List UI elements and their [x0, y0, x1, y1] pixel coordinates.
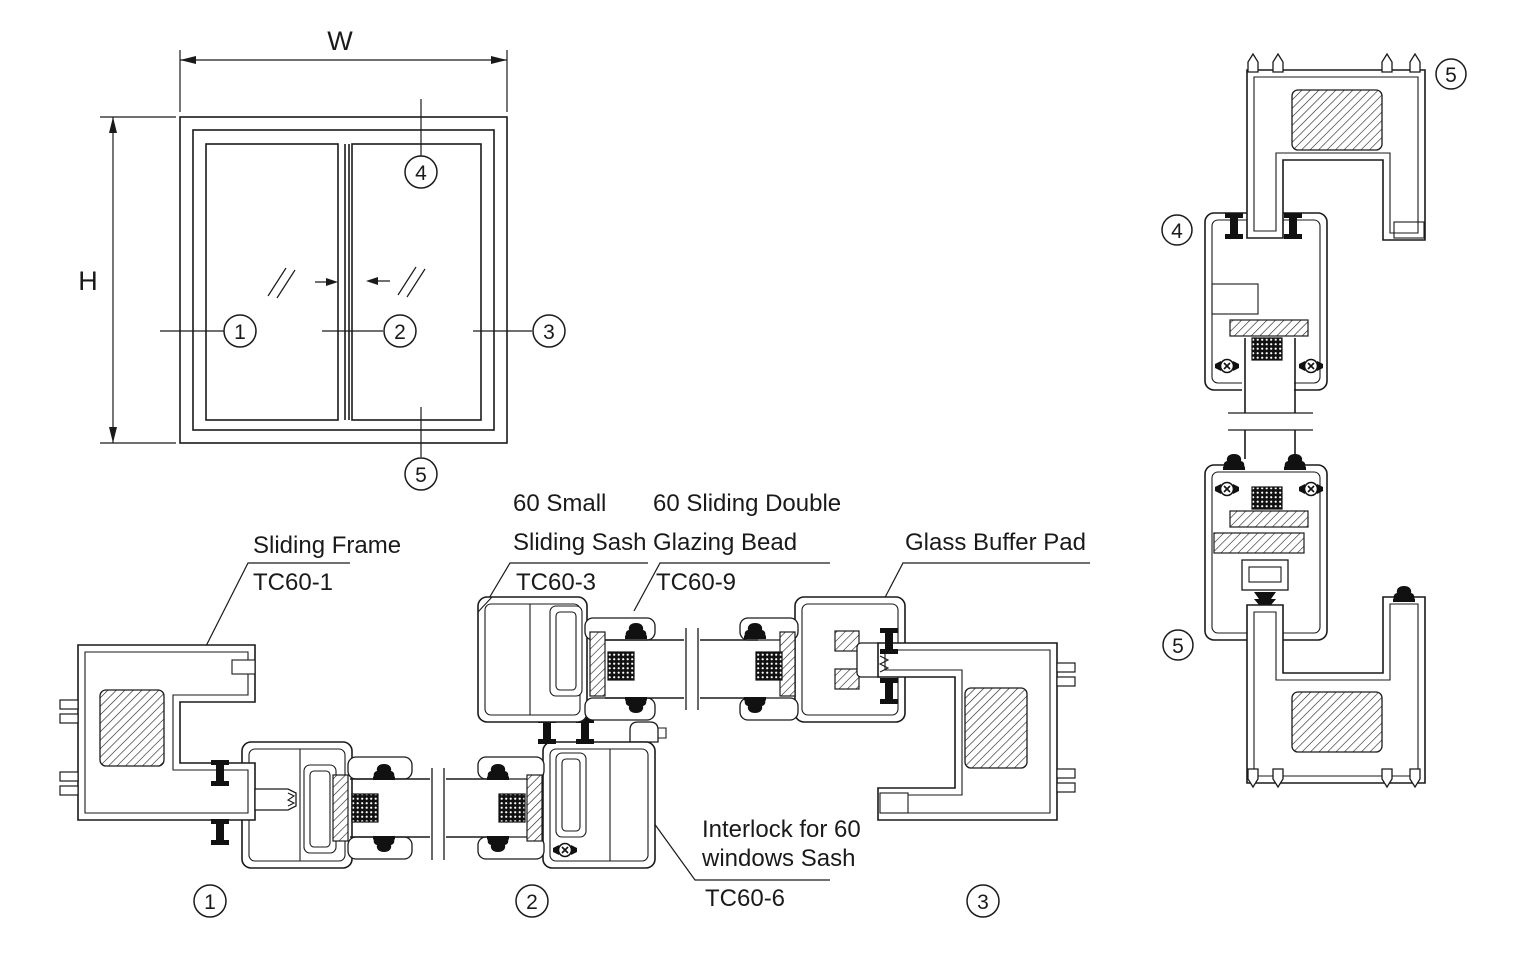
mounting-tab [1409, 768, 1421, 788]
section-small-sliding-sash [477, 596, 656, 723]
mounting-tab [1247, 53, 1259, 73]
glass-mark-left [267, 267, 334, 299]
width-dimension-label: W [327, 26, 353, 56]
callout-1: 1 [234, 321, 246, 344]
glass-unit-top-row [605, 628, 783, 710]
vsection-head-frame [1246, 69, 1426, 241]
mounting-tab [1409, 53, 1421, 73]
gasket [1223, 454, 1245, 470]
callout-5-head: 5 [1445, 64, 1457, 87]
callout-numbers: 1 2 3 4 5 1 2 3 5 4 5 [204, 64, 1457, 914]
label-glass-buffer-pad: Glass Buffer Pad [905, 529, 1086, 556]
label-sliding-frame: Sliding Frame [253, 532, 402, 559]
callout-3-section: 3 [977, 891, 989, 914]
label-small-sash-line1: 60 Small [513, 490, 607, 517]
section-frame-left [59, 644, 297, 821]
callout-4: 4 [415, 162, 427, 185]
mounting-tab [1272, 53, 1284, 73]
callout-5-sill: 5 [1172, 635, 1184, 658]
callout-5: 5 [415, 464, 427, 487]
dimension-width [179, 50, 508, 112]
mounting-tab [1272, 768, 1284, 788]
callout-3: 3 [543, 321, 555, 344]
callout-circles [193, 58, 1467, 918]
label-sliding-frame-code: TC60-1 [253, 569, 334, 596]
label-interlock-line2: windows Sash [702, 845, 856, 872]
label-small-sash-line2: Sliding Sash [513, 529, 647, 556]
callout-2: 2 [394, 321, 406, 344]
section-frame-right [877, 642, 1076, 821]
callout-1-section: 1 [204, 891, 216, 914]
callout-2-section: 2 [526, 891, 538, 914]
elevation-view [179, 116, 508, 444]
mounting-tab [1381, 53, 1393, 73]
dimension-height [100, 116, 176, 444]
label-glazing-bead-line2: Glazing Bead [653, 529, 798, 556]
mounting-tab [1381, 768, 1393, 788]
section-interlock-sash [477, 721, 667, 869]
label-leader-lines [202, 562, 1090, 881]
gasket-bolt [211, 819, 229, 845]
mounting-tab [1247, 768, 1259, 788]
glass-unit-bottom-row [350, 768, 526, 860]
glass-mark-right [370, 266, 426, 298]
gasket [1393, 586, 1415, 602]
height-dimension-label: H [78, 266, 98, 296]
label-small-sash-code: TC60-3 [516, 569, 597, 596]
label-interlock-code: TC60-6 [705, 885, 786, 912]
callout-4-section: 4 [1171, 220, 1183, 243]
label-glazing-bead-code: TC60-9 [656, 569, 737, 596]
gasket [1284, 454, 1306, 470]
label-interlock-line1: Interlock for 60 [702, 816, 861, 843]
vsection-sill-frame [1246, 596, 1426, 784]
callout-leader-lines [160, 99, 532, 457]
label-glazing-bead-line1: 60 Sliding Double [653, 490, 842, 517]
section-buffer-pad-sash [739, 596, 906, 723]
